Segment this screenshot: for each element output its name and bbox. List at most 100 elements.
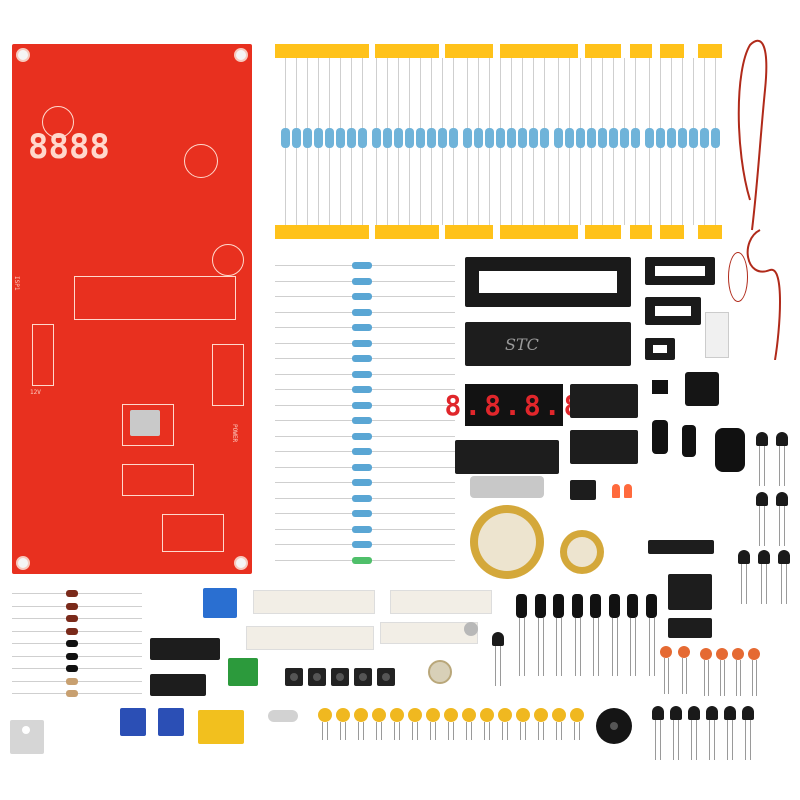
dip-ic [150,674,206,696]
relay [198,710,244,744]
transistor-leg [495,646,496,686]
crystal [268,710,298,722]
socket-window [655,306,691,316]
transistor-leg [761,564,762,604]
capacitor-leg [448,722,449,740]
resistor [416,128,425,148]
dip-socket-small [645,297,701,325]
trimmer-pot [120,708,146,736]
transistor [758,550,770,564]
diode [66,640,78,647]
capacitor-leg [358,722,359,740]
resistor [347,128,356,148]
capacitor-leg [653,618,655,676]
capacitor-leg [471,722,472,740]
electrolytic-capacitor [553,594,564,618]
diode [66,627,78,635]
resistor [352,510,372,517]
resistor [645,128,654,148]
transistor-leg [781,564,782,604]
ceramic-capacitor [390,708,404,722]
resistor [352,339,372,347]
ceramic-capacitor [444,708,458,722]
box-header [570,384,638,418]
transistor-leg [500,646,501,686]
diode [66,677,78,685]
resistor [689,128,698,148]
capacitor-leg [327,722,328,740]
terminal-block [203,588,237,618]
resistor [352,308,372,316]
transistor-leg [746,564,747,604]
capacitor-leg [686,658,687,694]
ceramic-capacitor [700,648,712,660]
smd-ic [668,618,712,638]
ceramic-capacitor [408,708,422,722]
dip-ic [150,638,220,660]
resistor [352,556,372,564]
pcb-label-voltage: 12V [30,389,41,396]
capacitor-leg [537,618,539,676]
capacitor-leg [489,722,490,740]
piezo-disc-small [560,530,604,574]
diode [66,590,78,597]
dip-socket-small [645,257,715,285]
resistor [303,128,312,148]
transistor-leg [691,720,692,760]
tape-strip [585,225,621,239]
resistor-network [648,540,714,554]
diode [66,615,78,622]
resistor [529,128,538,148]
pcb-ic2-footprint [162,514,224,552]
ceramic-capacitor [372,708,386,722]
dip40-socket [465,257,631,307]
resistor [372,128,381,148]
ceramic-capacitor [678,646,690,658]
diode [66,665,78,672]
piezo-disc-center [478,513,536,571]
capacitor-leg [435,722,436,740]
capacitor-leg [507,722,508,740]
resistor [352,432,372,440]
resistor [352,541,372,548]
tactile-button [377,668,395,686]
transistor [742,706,754,720]
transistor [776,492,788,506]
transistor-leg [779,446,780,486]
tactile-button [308,668,326,686]
transistor-leg [759,446,760,486]
dip8-ic [668,574,712,610]
resistor [352,262,372,269]
push-switch [705,312,729,358]
resistor [463,128,472,148]
capacitor-leg [412,722,413,740]
tape-strip [660,44,684,58]
capacitor-leg [648,618,650,676]
smd-tape [253,590,375,614]
buzzer-hole [610,722,618,730]
transistor [738,550,750,564]
transistor-leg [784,446,785,486]
resistor [352,401,372,409]
resistor [631,128,640,148]
resistor [352,494,372,502]
capacitor-leg [574,722,575,740]
tape-strip [275,44,369,58]
resistor [609,128,618,148]
ceramic-capacitor [336,708,350,722]
transistor-leg [741,564,742,604]
mcu-label: STC [505,335,539,354]
socket-window [653,345,667,353]
electrolytic-capacitor [608,594,620,618]
resistor [281,128,290,148]
ceramic-capacitor [534,708,548,722]
resistor [587,128,596,148]
diode [66,690,78,697]
ceramic-capacitor [318,708,332,722]
resistor [485,128,494,148]
transistor-leg [766,564,767,604]
resistor [576,128,585,148]
capacitor-leg [736,660,737,696]
resistor [700,128,709,148]
box-header [570,430,638,464]
